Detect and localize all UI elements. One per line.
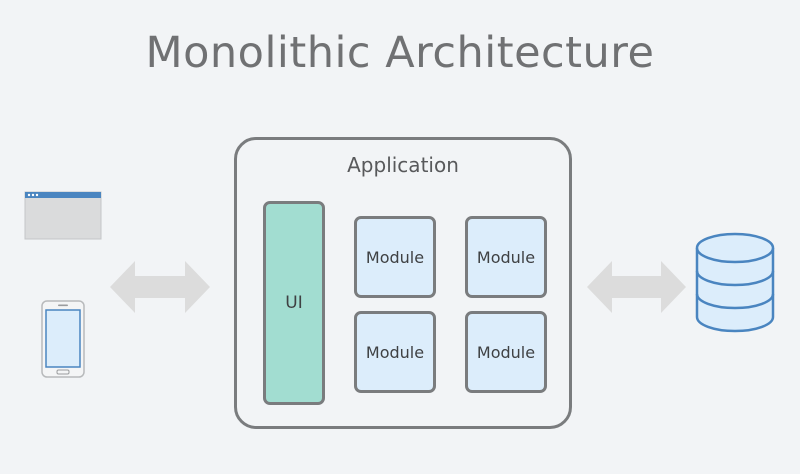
module-label-1: Module xyxy=(365,247,425,267)
bidirectional-arrow-icon-left xyxy=(110,261,210,313)
browser-window-icon xyxy=(24,191,102,240)
diagram-title: Monolithic Architecture xyxy=(145,28,655,78)
application-label: Application xyxy=(347,153,459,177)
module-box-4: Module xyxy=(465,311,547,393)
ui-label: UI xyxy=(285,293,303,313)
bidirectional-arrow-icon-right xyxy=(587,261,686,313)
module-box-2: Module xyxy=(465,216,547,298)
module-label-2: Module xyxy=(476,247,536,267)
database-icon xyxy=(695,232,775,333)
module-box-1: Module xyxy=(354,216,436,298)
module-label-4: Module xyxy=(476,342,536,362)
module-label-3: Module xyxy=(365,342,425,362)
ui-layer: UI xyxy=(263,201,325,405)
mobile-phone-icon xyxy=(41,300,85,378)
application-container xyxy=(234,137,572,429)
module-box-3: Module xyxy=(354,311,436,393)
